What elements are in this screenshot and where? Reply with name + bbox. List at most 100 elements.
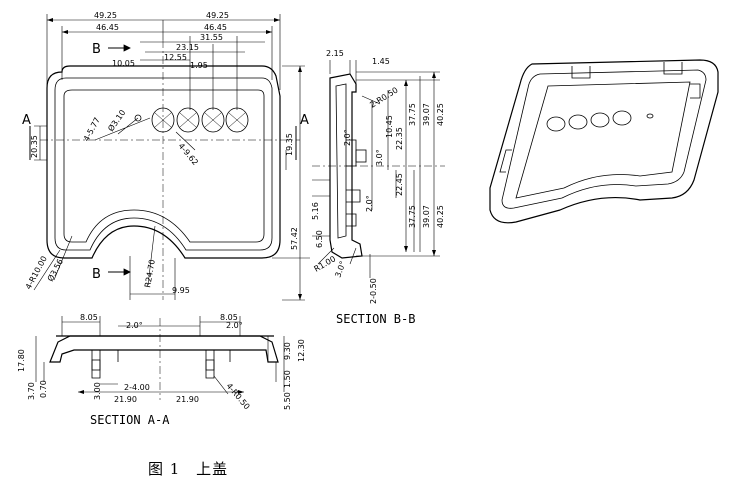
dim-49-25-right: 49.25 bbox=[206, 11, 229, 20]
dim-23-15: 23.15 bbox=[176, 43, 199, 52]
dim-6-50: 6.50 bbox=[315, 230, 324, 248]
dim-9-95: 9.95 bbox=[172, 286, 190, 295]
top-view-inner-wall bbox=[54, 77, 273, 251]
top-view-centerlines bbox=[40, 40, 300, 300]
top-view-inner-rim bbox=[63, 89, 265, 243]
dim-1-50: 1.50 bbox=[283, 370, 292, 388]
section-aa-profile bbox=[49, 335, 279, 363]
top-view bbox=[29, 14, 310, 301]
dim-3-56: Ø3.56 bbox=[45, 257, 65, 283]
section-aa-title: SECTION A-A bbox=[90, 413, 170, 427]
dim-20-35: 20.35 bbox=[30, 135, 39, 158]
dim-arrowheads bbox=[47, 18, 436, 394]
section-a-mark-right: A bbox=[300, 113, 309, 128]
dim-22-35: 22.35 bbox=[395, 127, 404, 150]
section-aa-boss-left bbox=[91, 359, 101, 371]
section-b-arrows bbox=[123, 44, 131, 276]
section-aa-boss-right bbox=[205, 359, 215, 371]
dim-5-50: 5.50 bbox=[283, 392, 292, 410]
figure-title: 上盖 bbox=[196, 460, 229, 478]
dim-3-70: 3.70 bbox=[27, 382, 36, 400]
iso-tabs bbox=[499, 62, 701, 173]
dim-9-30: 9.30 bbox=[283, 342, 292, 360]
dim-31-55: 31.55 bbox=[200, 33, 223, 42]
dim-2-0-mid: 2.0° bbox=[365, 195, 374, 212]
button-hole-inner-4 bbox=[228, 112, 246, 128]
section-bb-view bbox=[312, 60, 445, 278]
dim-57-42: 57.42 bbox=[290, 227, 299, 250]
dim-2-r0-50: 2-R0.50 bbox=[368, 85, 399, 109]
dim-2-0-50: 2-0.50 bbox=[369, 278, 378, 304]
dim-2-4-00: 2-4.00 bbox=[124, 383, 150, 392]
dim-1-45: 1.45 bbox=[372, 57, 390, 66]
dim-17-80: 17.80 bbox=[17, 349, 26, 372]
dim-21-90-right: 21.90 bbox=[176, 395, 199, 404]
iso-button-2 bbox=[568, 114, 588, 130]
dim-4-5-77: 4-5.77 bbox=[82, 116, 102, 143]
section-bb-features bbox=[346, 139, 361, 227]
bottom-dim-lines bbox=[129, 256, 176, 300]
top-leaders bbox=[33, 117, 196, 291]
dim-39-07-top: 39.07 bbox=[422, 103, 431, 126]
dim-r24-70: R24.70 bbox=[143, 259, 157, 289]
dim-0-70: 0.70 bbox=[39, 380, 48, 398]
dim-19-35: 19.35 bbox=[285, 133, 294, 156]
dim-12-55: 12.55 bbox=[164, 53, 187, 62]
section-bb-boss bbox=[355, 149, 367, 163]
dim-49-25-left: 49.25 bbox=[94, 11, 117, 20]
left-dim-lines bbox=[34, 125, 47, 161]
dim-40-25-bot: 40.25 bbox=[436, 205, 445, 228]
dim-3-0-mid: 3.0° bbox=[375, 149, 384, 166]
section-b-cut-line bbox=[108, 47, 130, 273]
section-aa-leaders bbox=[213, 375, 229, 395]
section-aa-view bbox=[35, 316, 285, 400]
section-a-mark-left: A bbox=[22, 113, 31, 128]
dim-37-75-bot: 37.75 bbox=[408, 205, 417, 228]
iso-button-3 bbox=[590, 112, 610, 128]
section-a-cut-line bbox=[29, 126, 297, 160]
dim-8-05-right: 8.05 bbox=[220, 313, 238, 322]
isometric-view bbox=[489, 59, 719, 224]
dim-21-90-left: 21.90 bbox=[114, 395, 137, 404]
section-bb-inner bbox=[335, 83, 347, 239]
dim-39-07-bot: 39.07 bbox=[422, 205, 431, 228]
iso-button-1 bbox=[546, 116, 566, 132]
dim-40-25-top: 40.25 bbox=[436, 103, 445, 126]
dim-3-00: 3.00 bbox=[93, 382, 102, 400]
dim-10-05: 10.05 bbox=[112, 59, 135, 68]
led-hole bbox=[134, 114, 142, 122]
section-aa-ribs bbox=[91, 350, 231, 379]
button-hole-inner-3 bbox=[204, 112, 222, 128]
dim-46-45-left: 46.45 bbox=[96, 23, 119, 32]
figure-caption: 图 1 上盖 bbox=[148, 458, 238, 479]
iso-button-4 bbox=[612, 110, 632, 126]
dim-4-r0-50: 4-R0.50 bbox=[224, 382, 251, 412]
dim-8-05-left: 8.05 bbox=[80, 313, 98, 322]
section-bb-title: SECTION B-B bbox=[336, 312, 415, 326]
dim-2-15: 2.15 bbox=[326, 49, 344, 58]
iso-inner bbox=[501, 69, 707, 209]
section-bb-dims bbox=[329, 60, 440, 257]
figure-number: 图 1 bbox=[148, 460, 181, 478]
dim-1-95: 1.95 bbox=[190, 61, 208, 70]
section-aa-dims bbox=[35, 316, 285, 393]
dim-5-16: 5.16 bbox=[311, 202, 320, 220]
section-b-mark-bottom: B bbox=[92, 267, 101, 282]
dim-4-9-62: 4-9.62 bbox=[176, 142, 199, 168]
dim-2-0-top: 2.0° bbox=[343, 129, 352, 146]
dim-2-0-deg-left: 2.0° bbox=[126, 321, 143, 330]
right-dim-lines bbox=[272, 65, 310, 301]
iso-floor bbox=[515, 81, 691, 199]
top-dim-lines bbox=[46, 14, 281, 110]
dim-22-45: 22.45 bbox=[395, 173, 404, 196]
dim-12-30: 12.30 bbox=[297, 339, 306, 362]
section-b-mark-top: B bbox=[92, 42, 101, 57]
dim-2-0-deg-right: 2.0° bbox=[226, 321, 243, 330]
iso-led bbox=[646, 113, 654, 119]
top-view-outline bbox=[46, 65, 281, 259]
iso-outer bbox=[489, 59, 719, 224]
button-hole-2 bbox=[176, 107, 200, 133]
section-bb-leaders bbox=[312, 95, 381, 278]
button-hole-inner-2 bbox=[179, 112, 197, 128]
